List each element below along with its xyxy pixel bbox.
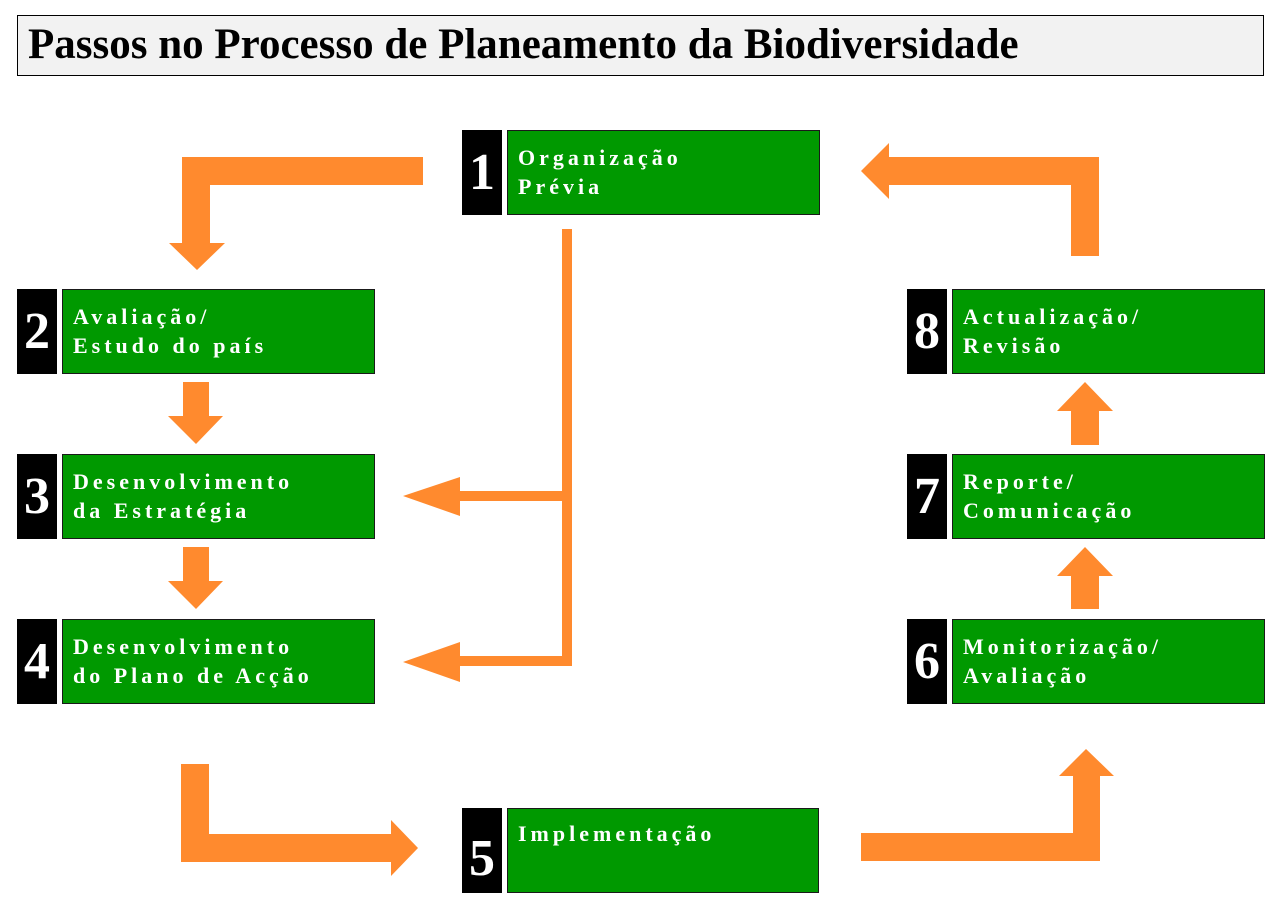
step-number: 8	[907, 289, 947, 374]
branch-line-to-3	[459, 491, 572, 501]
step-box: Desenvolvimento da Estratégia	[62, 454, 375, 539]
arrow-1-to-2	[169, 157, 423, 270]
step-1[interactable]: 1 Organização Prévia	[462, 130, 820, 215]
arrow-6-to-7	[1057, 547, 1113, 609]
step-3[interactable]: 3 Desenvolvimento da Estratégia	[17, 454, 375, 539]
step-number: 6	[907, 619, 947, 704]
step-box: Implementação	[507, 808, 819, 893]
branch-line-to-4	[459, 656, 572, 666]
step-label: Reporte/ Comunicação	[963, 469, 1136, 523]
arrow-5-to-6	[861, 749, 1114, 861]
step-label: Monitorização/ Avaliação	[963, 634, 1162, 688]
step-box: Reporte/ Comunicação	[952, 454, 1265, 539]
step-label: Desenvolvimento da Estratégia	[73, 469, 294, 523]
branch-line-vertical	[562, 229, 572, 666]
title-banner: Passos no Processo de Planeamento da Bio…	[17, 15, 1264, 76]
diagram-title: Passos no Processo de Planeamento da Bio…	[28, 21, 1019, 68]
arrow-2-to-3	[168, 382, 223, 444]
arrow-3-to-4	[168, 547, 223, 609]
step-number: 1	[462, 130, 502, 215]
arrowhead-to-4	[403, 642, 460, 682]
step-number: 7	[907, 454, 947, 539]
step-label: Organização Prévia	[518, 145, 682, 199]
step-number: 3	[17, 454, 57, 539]
step-box: Organização Prévia	[507, 130, 820, 215]
arrowhead-to-3	[403, 477, 460, 516]
step-box: Desenvolvimento do Plano de Acção	[62, 619, 375, 704]
step-4[interactable]: 4 Desenvolvimento do Plano de Acção	[17, 619, 375, 704]
arrow-7-to-8	[1057, 382, 1113, 445]
step-7[interactable]: 7 Reporte/ Comunicação	[907, 454, 1265, 539]
step-6[interactable]: 6 Monitorização/ Avaliação	[907, 619, 1265, 704]
step-5[interactable]: 5 Implementação	[462, 808, 819, 893]
step-box: Actualização/ Revisão	[952, 289, 1265, 374]
step-number: 5	[462, 808, 502, 893]
step-8[interactable]: 8 Actualização/ Revisão	[907, 289, 1265, 374]
step-label: Actualização/ Revisão	[963, 304, 1143, 358]
step-2[interactable]: 2 Avaliação/ Estudo do país	[17, 289, 375, 374]
step-number: 4	[17, 619, 57, 704]
step-box: Avaliação/ Estudo do país	[62, 289, 375, 374]
step-number: 2	[17, 289, 57, 374]
arrow-8-to-1	[861, 143, 1099, 256]
arrow-4-to-5	[181, 764, 418, 876]
step-box: Monitorização/ Avaliação	[952, 619, 1265, 704]
step-label: Desenvolvimento do Plano de Acção	[73, 634, 313, 688]
step-label: Implementação	[518, 821, 716, 846]
step-label: Avaliação/ Estudo do país	[73, 304, 268, 358]
